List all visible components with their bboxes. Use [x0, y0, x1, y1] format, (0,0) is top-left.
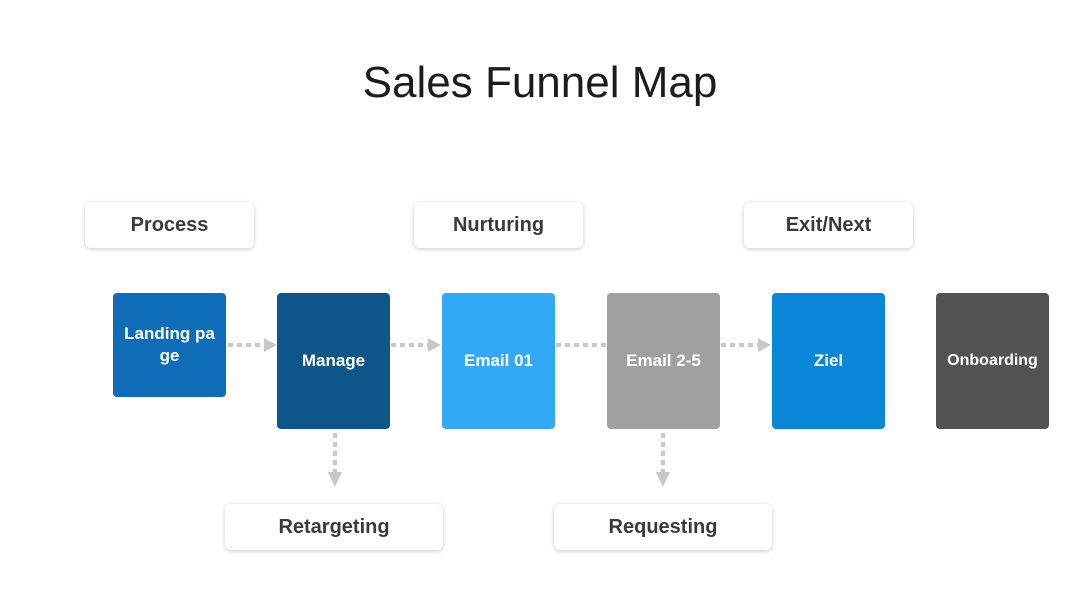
page-title: Sales Funnel Map: [362, 58, 718, 107]
step-onboarding: Onboarding: [936, 293, 1049, 429]
arrowhead-manage: [264, 338, 277, 352]
arrowhead-requesting: [656, 472, 670, 487]
step-email-01: Email 01: [442, 293, 555, 429]
step-landing-page: Landing page: [113, 293, 226, 397]
arrowhead-email01: [428, 338, 441, 352]
step-email-2-5: Email 2-5: [607, 293, 720, 429]
arrowhead-ziel: [758, 338, 771, 352]
branch-tag-requesting: Requesting: [554, 504, 772, 550]
stage-tag-exit-next: Exit/Next: [744, 202, 913, 248]
arrowhead-retargeting: [328, 472, 342, 487]
branch-tag-retargeting: Retargeting: [225, 504, 443, 550]
stage-tag-nurturing: Nurturing: [414, 202, 583, 248]
stage-tag-process: Process: [85, 202, 254, 248]
step-ziel: Ziel: [772, 293, 885, 429]
step-manage: Manage: [277, 293, 390, 429]
